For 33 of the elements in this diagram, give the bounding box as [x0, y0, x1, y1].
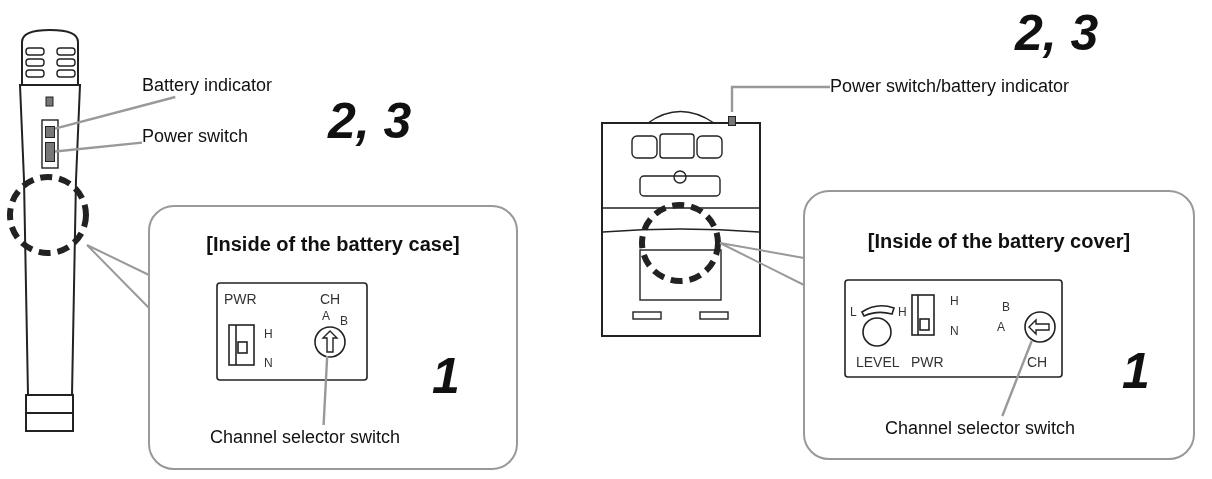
switch-marking: PWR [911, 354, 944, 370]
switch-marking: PWR [224, 291, 257, 307]
switch-marking: A [322, 309, 330, 323]
switch-marking: B [1002, 300, 1010, 314]
leader-line [730, 85, 830, 112]
leader-line [322, 355, 329, 426]
switch-marking: H [898, 305, 907, 319]
part-label: Battery indicator [142, 75, 273, 96]
step-number: 2, 3 [1015, 4, 1099, 62]
switch-marking: H [264, 327, 273, 341]
switch-marking: B [340, 314, 348, 328]
panel-heading: [Inside of the battery cover] [866, 230, 1132, 253]
switch-marking: L [850, 305, 857, 319]
part-label: Channel selector switch [885, 418, 1076, 439]
switch-part [45, 124, 55, 136]
step-number: 2, 3 [328, 92, 412, 150]
leader-line [54, 95, 176, 130]
leader-line [1001, 340, 1033, 417]
switch-marking: CH [320, 291, 341, 307]
switch-marking: N [264, 356, 273, 370]
leader-line [54, 141, 143, 153]
switch-marking: H [950, 294, 959, 308]
switch-part [45, 142, 55, 162]
step-number: 1 [1122, 342, 1150, 400]
step-number: 1 [432, 347, 460, 405]
part-label: Channel selector switch [210, 427, 401, 448]
switch-marking: CH [1027, 354, 1048, 370]
part-label: Power switch [142, 126, 249, 147]
switch-marking: A [997, 320, 1005, 334]
switch-marking: LEVEL [856, 354, 900, 370]
panel-heading: [Inside of the battery case] [205, 233, 461, 256]
switch-marking: N [950, 324, 959, 338]
part-label: Power switch/battery indicator [830, 76, 1070, 97]
